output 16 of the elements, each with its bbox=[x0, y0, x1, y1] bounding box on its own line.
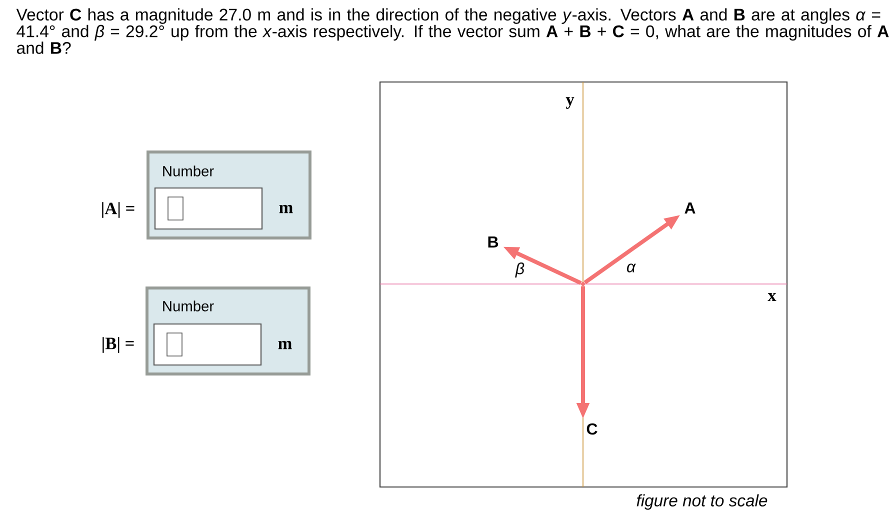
math-label: m bbox=[279, 204, 293, 214]
math-label: y bbox=[566, 97, 574, 109]
angle-label: α bbox=[626, 264, 636, 272]
vector-label: A bbox=[684, 202, 696, 214]
field-label: Number bbox=[163, 300, 214, 312]
question-text: Vector C has a magnitude 27.0 m and is in the direction of the negative y-axis. Vectors A and B are at angles α = 41.4° and β = 29.2° up from the x-axis respectively. If the vector sum A + B + C = 0, what are the magnitudes of A and B? bbox=[16, 8, 889, 54]
vector-label: C bbox=[586, 423, 598, 435]
math-label: x bbox=[768, 293, 776, 301]
field-label: Number bbox=[163, 166, 214, 176]
note-text: figure not to scale bbox=[636, 494, 768, 510]
math-label: |A| = bbox=[102, 202, 134, 218]
math-label: |B| = bbox=[102, 337, 134, 353]
math-label: m bbox=[278, 340, 292, 350]
angle-label: β bbox=[515, 262, 524, 278]
origin-point bbox=[581, 282, 585, 286]
vector-label: B bbox=[488, 236, 498, 248]
